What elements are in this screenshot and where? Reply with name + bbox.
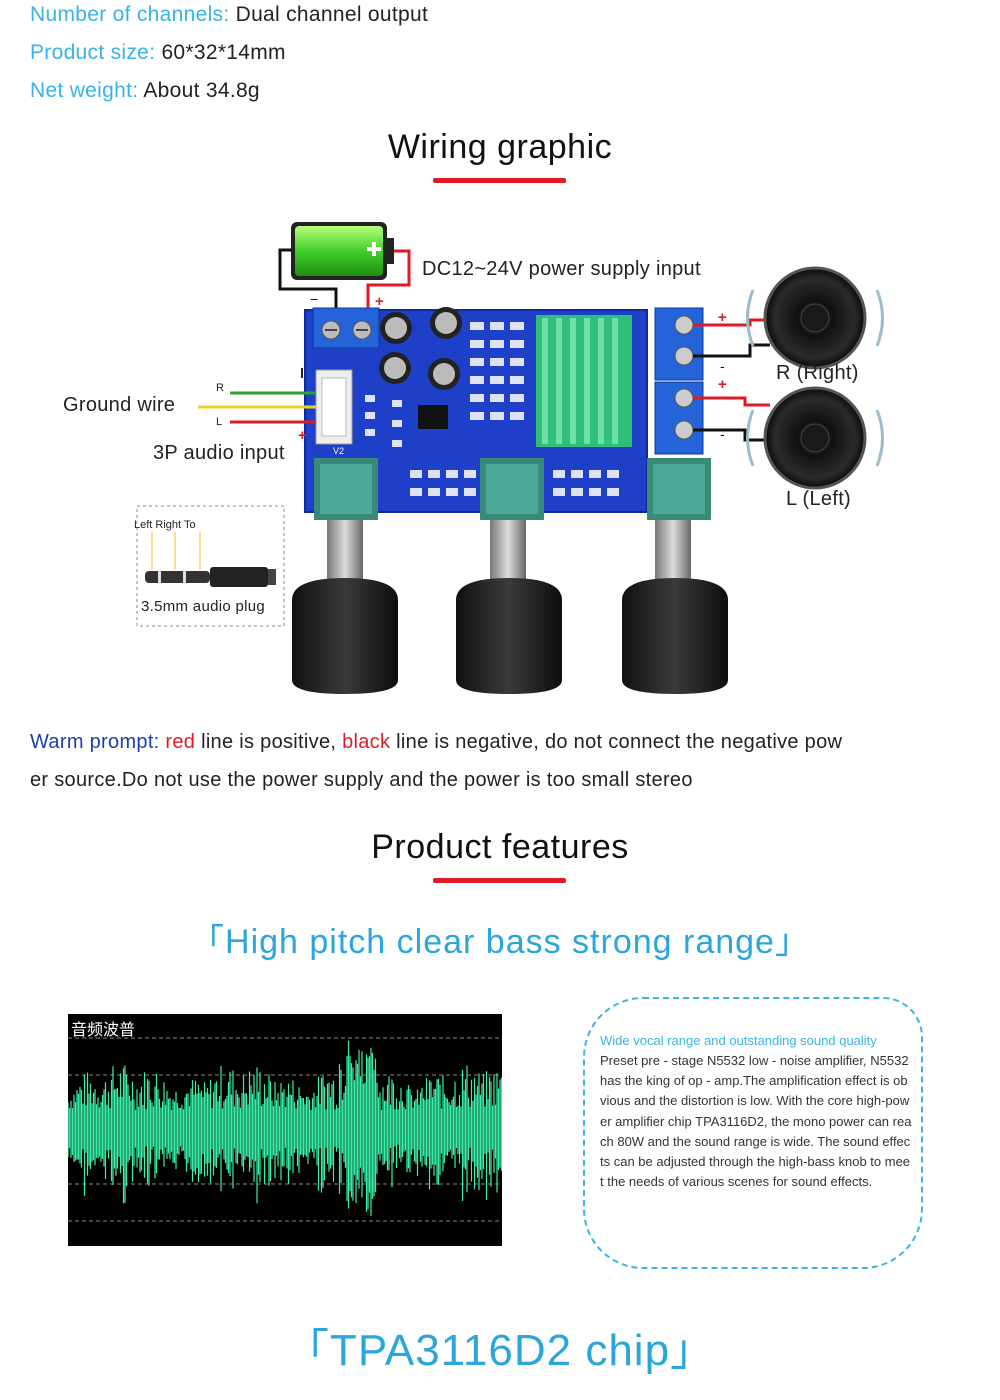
warning-prefix: Warm prompt: <box>30 731 160 753</box>
waveform-trace <box>68 1040 502 1216</box>
pin-l-label: L <box>216 416 223 428</box>
battery-icon <box>291 222 394 280</box>
board-mark: V2 <box>333 446 345 456</box>
spec-weight: Net weight: About 34.8g <box>30 79 260 103</box>
pin-r-label: R <box>216 382 224 394</box>
speaker-left-label: L (Left) <box>786 488 852 510</box>
left-minus-sign: - <box>720 426 725 442</box>
waveform-graphic <box>68 1037 502 1222</box>
power-supply-label: DC12~24V power supply input <box>422 258 701 280</box>
right-minus-sign: - <box>720 358 725 374</box>
description-body: Preset pre - stage N5532 low - noise amp… <box>600 1053 912 1190</box>
speaker-right-label: R (Right) <box>776 362 859 384</box>
plug-box <box>136 505 285 627</box>
features-tagline: 「High pitch clear bass strong range」 <box>190 923 810 961</box>
title-underline <box>433 878 566 883</box>
audio-plus-sign: + <box>298 427 307 444</box>
warning-text: line is positive, <box>195 731 343 753</box>
spec-channels: Number of channels: Dual channel output <box>30 3 428 27</box>
features-title: Product features <box>371 828 629 866</box>
wiring-title: Wiring graphic <box>387 128 613 166</box>
left-plus-sign: + <box>718 376 727 393</box>
right-plus-sign: + <box>718 309 727 326</box>
potentiometers <box>314 458 711 520</box>
spec-key: Product size: <box>30 41 156 64</box>
ic-chip <box>418 405 448 429</box>
warning-text-line2: er source.Do not use the power supply an… <box>30 769 693 791</box>
audio-plug-icon <box>145 532 276 587</box>
warning-black-word: black <box>342 731 391 753</box>
capacitor-icons <box>379 307 462 390</box>
spec-size: Product size: 60*32*14mm <box>30 41 286 65</box>
svg-text:−: − <box>310 291 318 307</box>
warning-note: Warm prompt: red line is positive, black… <box>30 723 980 799</box>
spec-value: Dual channel output <box>235 3 429 26</box>
description-heading: Wide vocal range and outstanding sound q… <box>600 1033 877 1048</box>
warning-red-word: red <box>165 731 196 753</box>
spec-key: Number of channels: <box>30 3 230 26</box>
knob-icons <box>292 520 728 694</box>
waveform-title: 音频波普 <box>71 1020 136 1039</box>
description-bubble <box>583 997 923 1269</box>
waveform-panel: 音频波普 <box>68 1014 502 1246</box>
spec-value: About 34.8g <box>143 79 260 102</box>
audio-input-label: 3P audio input <box>153 442 285 464</box>
spec-key: Net weight: <box>30 79 139 102</box>
heatsink <box>536 315 632 447</box>
wiring-diagram: − <box>136 222 884 694</box>
plug-label: 3.5mm audio plug <box>141 598 266 615</box>
plug-pins-label: Left Right To <box>134 519 196 531</box>
speaker-right-icon <box>746 266 884 370</box>
title-underline <box>433 178 566 183</box>
chip-tagline: 「TPA3116D2 chip」 <box>284 1326 716 1375</box>
ground-wire-label: Ground wire <box>63 394 176 416</box>
spec-value: 60*32*14mm <box>161 41 286 64</box>
speaker-left-icon <box>746 386 884 490</box>
warning-text: line is negative, do not connect the neg… <box>390 731 843 753</box>
power-plus-sign: + <box>375 293 384 310</box>
